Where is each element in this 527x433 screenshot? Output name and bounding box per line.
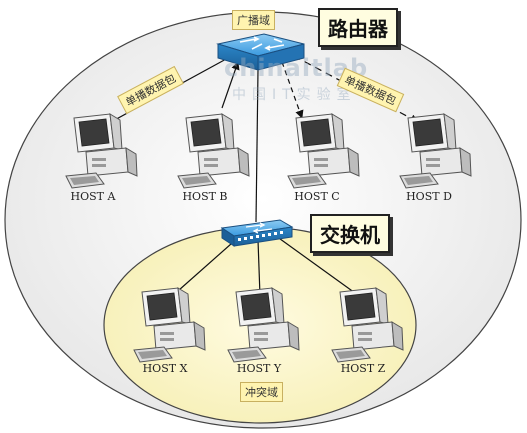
watermark-subtitle: 中国IT实验室 bbox=[232, 87, 357, 103]
router-icon bbox=[216, 33, 305, 71]
link-router-host-b bbox=[221, 61, 240, 109]
switch-label: 交换机 bbox=[310, 214, 390, 253]
link-router-host-c bbox=[281, 61, 304, 119]
host-b-label: HOST B bbox=[182, 190, 228, 203]
link-switch-host-z bbox=[275, 235, 363, 299]
host-y-label: HOST Y bbox=[236, 362, 282, 375]
host-z-label: HOST Z bbox=[340, 362, 386, 375]
link-router-switch bbox=[255, 69, 259, 223]
router-label: 路由器 bbox=[318, 8, 398, 47]
host-x-label: HOST X bbox=[142, 362, 188, 375]
broadcast-domain-label: 广播域 bbox=[232, 10, 275, 30]
link-switch-host-x bbox=[169, 235, 241, 299]
collision-domain-label: 冲突域 bbox=[240, 382, 283, 402]
host-c-label: HOST C bbox=[294, 190, 340, 203]
switch-icon bbox=[220, 219, 294, 247]
host-a-label: HOST A bbox=[70, 190, 116, 203]
link-switch-host-y bbox=[257, 239, 261, 297]
host-d-label: HOST D bbox=[406, 190, 452, 203]
